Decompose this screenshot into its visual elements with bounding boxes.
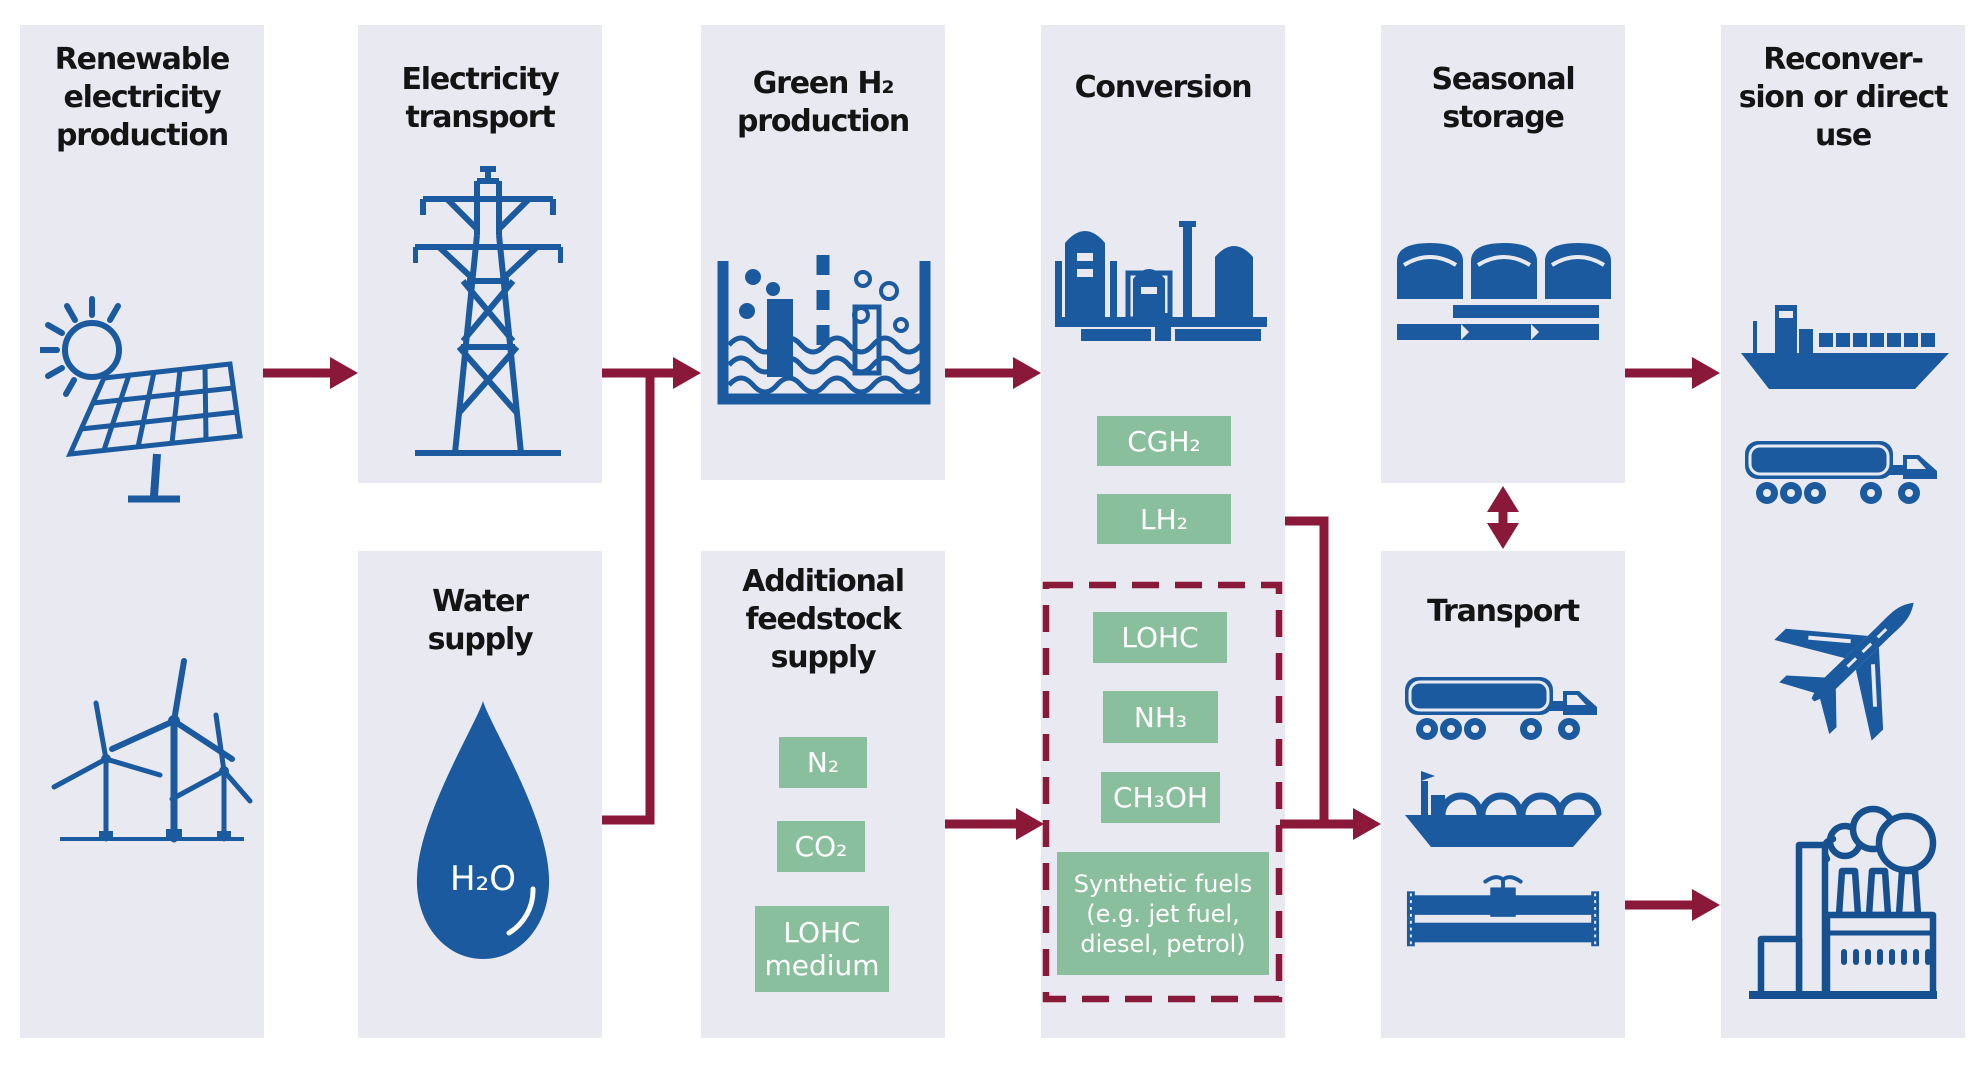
h2o-label: H₂O <box>450 859 516 899</box>
column-title-feedstock: Additional feedstock supply <box>742 564 905 675</box>
storage-tanks-icon <box>1397 243 1611 340</box>
tanker-truck-icon <box>1745 441 1937 504</box>
arrow-conversion-to-transport <box>1280 808 1381 840</box>
column-water-supply: Water supply H₂O <box>358 551 602 1038</box>
lh2-label: LH₂ <box>1097 494 1231 544</box>
column-electricity-transport: Electricity transport <box>358 25 602 483</box>
column-title-renewable: Renewable electricity production <box>54 42 231 153</box>
arrow-pipeline-to-factory <box>1625 889 1720 921</box>
line-water-to-electrolysis <box>602 373 655 825</box>
synthetic-fuels-label: Synthetic fuels (e.g. jet fuel, diesel, … <box>1057 852 1269 975</box>
column-renewable-electricity: Renewable electricity production <box>20 25 264 1038</box>
electrolysis-icon <box>717 255 931 405</box>
column-title-water-supply: Water supply <box>427 584 534 657</box>
airplane-icon <box>1774 602 1914 741</box>
column-title-transport: Transport <box>1427 594 1580 629</box>
line-lh2-to-transport <box>1285 516 1329 824</box>
chemical-plant-icon <box>1055 221 1267 341</box>
arrow-feedstock-to-conversion <box>945 808 1044 840</box>
arrow-renewable-to-grid <box>263 357 358 389</box>
column-reconversion-direct-use: Reconver- sion or direct use <box>1721 25 1965 1038</box>
container-ship-icon <box>1741 305 1949 389</box>
column-title-seasonal-storage: Seasonal storage <box>1431 62 1576 135</box>
cgh2-label: CGH₂ <box>1097 416 1231 466</box>
n2-label: N₂ <box>779 737 867 788</box>
column-title-electricity-transport: Electricity transport <box>401 62 559 135</box>
factory-icon <box>1749 805 1937 999</box>
arrow-grid-to-electrolysis <box>602 357 701 389</box>
column-feedstock-supply: Additional feedstock supply N₂ CO₂ LOHC … <box>701 551 945 1038</box>
lohc-medium-label: LOHC medium <box>755 906 889 992</box>
column-title-conversion: Conversion <box>1074 70 1253 105</box>
column-conversion: Conversion CGH₂ LH₂ LOHC NH₃ CH₃OH Synth… <box>1041 25 1285 1038</box>
water-drop-icon <box>416 701 550 959</box>
nh3-label: NH₃ <box>1103 691 1218 743</box>
ch3oh-label: CH₃OH <box>1101 772 1220 823</box>
column-seasonal-storage: Seasonal storage <box>1381 25 1625 483</box>
lng-ship-icon <box>1405 771 1602 847</box>
arrow-storage-transport-bidirectional <box>1487 486 1519 549</box>
column-title-reconversion: Reconver- sion or direct use <box>1738 42 1949 153</box>
column-transport: Transport <box>1381 551 1625 1038</box>
lohc-label: LOHC <box>1093 612 1227 663</box>
tanker-truck-icon <box>1405 677 1597 740</box>
column-title-green-h2: Green H₂ production <box>736 66 910 139</box>
column-green-h2-production: Green H₂ production <box>701 25 945 480</box>
wind-turbines-icon <box>51 658 253 843</box>
arrow-electrolysis-to-conversion <box>945 357 1041 389</box>
pipeline-icon <box>1406 875 1600 947</box>
transmission-tower-icon <box>413 166 563 456</box>
solar-panel-icon <box>40 296 243 503</box>
co2-label: CO₂ <box>777 821 865 872</box>
arrow-storage-to-use <box>1625 357 1720 389</box>
